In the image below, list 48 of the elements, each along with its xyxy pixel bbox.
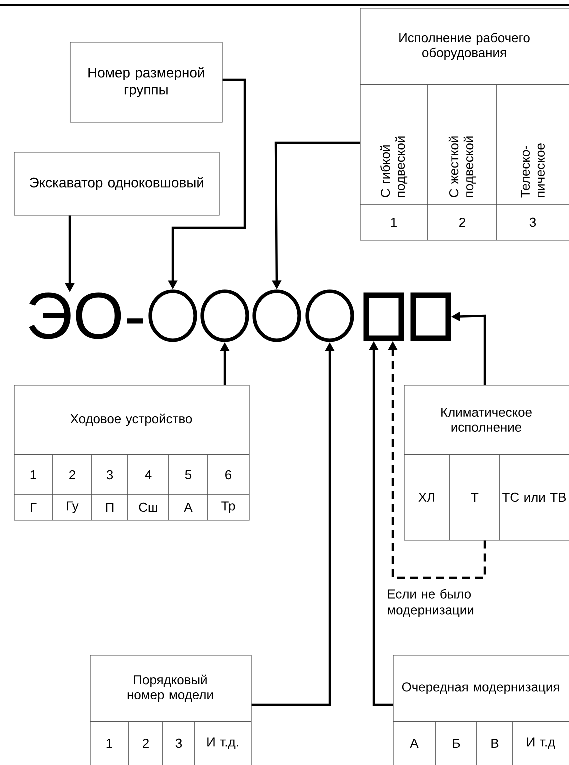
table-cell: Гу [67, 502, 79, 514]
table-cell: Тр [222, 502, 236, 514]
table-cell: ТС или ТВ [502, 492, 566, 502]
table-header: Очередная модернизация [402, 682, 560, 694]
table-cell: И т.д. [208, 738, 238, 750]
table-cell: 5 [185, 470, 192, 480]
table [90, 655, 252, 765]
edge-label: Если не было модернизации [388, 589, 474, 618]
table-cell: 1 [30, 470, 36, 480]
table-cell: 2 [460, 218, 466, 228]
table-cell: 3 [106, 470, 114, 480]
table-cell: ХЛ [418, 493, 434, 502]
digit-placeholder [200, 290, 250, 342]
digit-placeholder [252, 290, 302, 342]
table-cell: Г [31, 503, 37, 512]
table-cell: 2 [143, 738, 149, 748]
table-cell: В [492, 739, 499, 748]
table-cell: Б [453, 739, 460, 748]
table-cell: 3 [176, 738, 182, 748]
table-cell: И т.д [527, 738, 556, 750]
table [14, 385, 250, 521]
table-cell: Т [471, 493, 479, 502]
table-cell: 1 [391, 218, 397, 227]
code-letters: ЭО- [29, 292, 144, 340]
table-cell: Сш [139, 502, 158, 512]
table [404, 385, 569, 541]
digit-placeholder [306, 290, 354, 342]
table-cell: Телеско-пическое [521, 144, 545, 198]
table-header: Порядковый номер модели [128, 674, 214, 702]
table-cell: 3 [530, 218, 536, 228]
table-cell: 4 [145, 470, 152, 480]
label-box: Номер размерной группы [70, 42, 223, 123]
table-cell: А [184, 503, 193, 512]
table-header: Ходовое устройство [70, 414, 192, 426]
letter-placeholder [364, 292, 404, 342]
table-cell: 6 [226, 470, 232, 480]
table-cell: 1 [106, 739, 112, 748]
table-header: Исполнение рабочего оборудования [400, 32, 530, 60]
digit-placeholder [148, 290, 198, 342]
table-cell: С гибкой подвеской [380, 136, 408, 198]
table-cell: П [106, 503, 114, 512]
letter-placeholder [410, 292, 452, 342]
label-box: Экскаватор одноковшовый [14, 152, 220, 216]
table-cell: 2 [70, 470, 76, 480]
table-cell: А [410, 739, 419, 748]
table [360, 8, 569, 241]
table-header: Климатическое исполнение [442, 408, 532, 432]
table [392, 655, 569, 765]
